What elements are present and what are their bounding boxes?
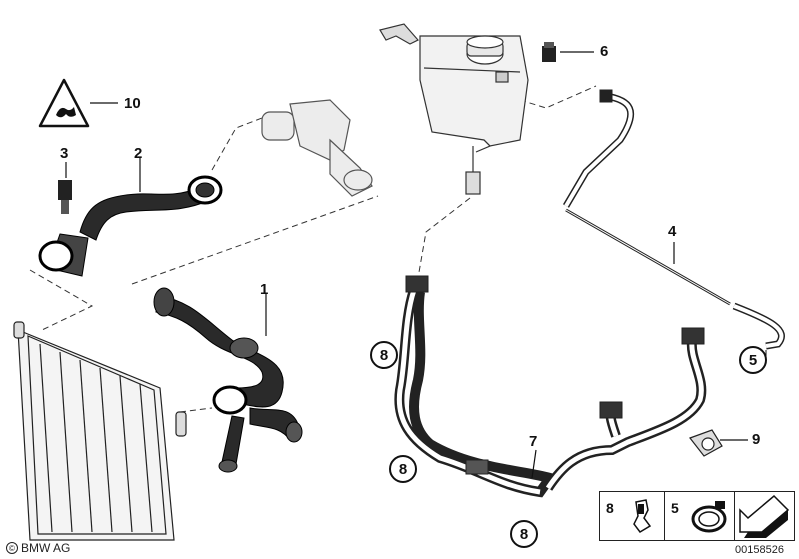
legend-box-hose-clamp: 5 xyxy=(664,491,735,541)
connection-lines xyxy=(29,85,597,413)
hose-1 xyxy=(153,287,303,473)
callout-6: 6 xyxy=(600,43,609,60)
legend-box-arrow xyxy=(734,491,795,541)
circled-callout-8-bottom: 8 xyxy=(510,520,538,548)
callout-9: 9 xyxy=(752,431,761,448)
leader-7 xyxy=(531,449,537,479)
brand-name: BMW AG xyxy=(21,541,71,555)
legend-box-hose-clamp-number: 5 xyxy=(671,500,679,516)
hose-clamp-icon xyxy=(691,501,727,533)
clip-icon xyxy=(633,499,652,533)
hot-coolant-warning-icon xyxy=(38,78,90,128)
hose-7 xyxy=(394,275,707,498)
circled-callout-8-top: 8 xyxy=(370,341,398,369)
legend-box-clip-number: 8 xyxy=(606,500,614,516)
callout-3: 3 xyxy=(60,145,69,162)
legend-box-clip: 8 xyxy=(599,491,665,541)
copyright-symbol: © xyxy=(6,542,18,554)
thermostat-housing xyxy=(261,99,373,197)
callout-1: 1 xyxy=(260,281,269,298)
circled-callout-5: 5 xyxy=(739,346,767,374)
direction-arrow-icon xyxy=(739,494,790,538)
callout-7: 7 xyxy=(529,433,538,450)
bleeder-screw-6 xyxy=(542,42,556,62)
hose-2 xyxy=(38,175,223,277)
callout-10: 10 xyxy=(124,95,141,112)
expansion-tank xyxy=(379,23,529,195)
circled-callout-8-middle: 8 xyxy=(389,455,417,483)
document-number: 00158526 xyxy=(735,544,784,556)
clamp-9 xyxy=(689,429,723,457)
hose-4 xyxy=(562,89,785,350)
callout-2: 2 xyxy=(134,145,143,162)
callout-4: 4 xyxy=(668,223,677,240)
temperature-sensor-3 xyxy=(58,162,72,214)
copyright-footer: © BMW AG xyxy=(6,541,70,555)
radiator xyxy=(13,321,187,541)
